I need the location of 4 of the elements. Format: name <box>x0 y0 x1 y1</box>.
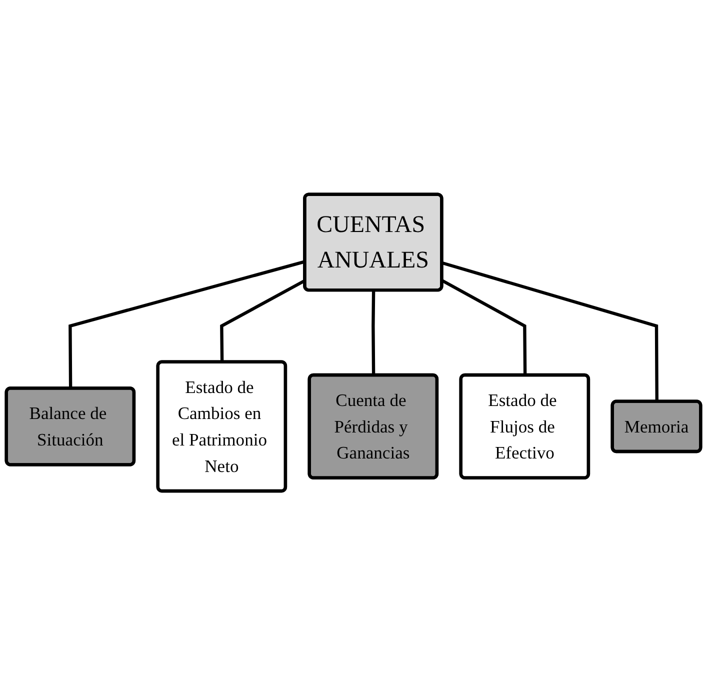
connector <box>441 278 527 376</box>
connector <box>68 260 306 388</box>
connector <box>442 261 658 402</box>
connector <box>372 290 376 376</box>
